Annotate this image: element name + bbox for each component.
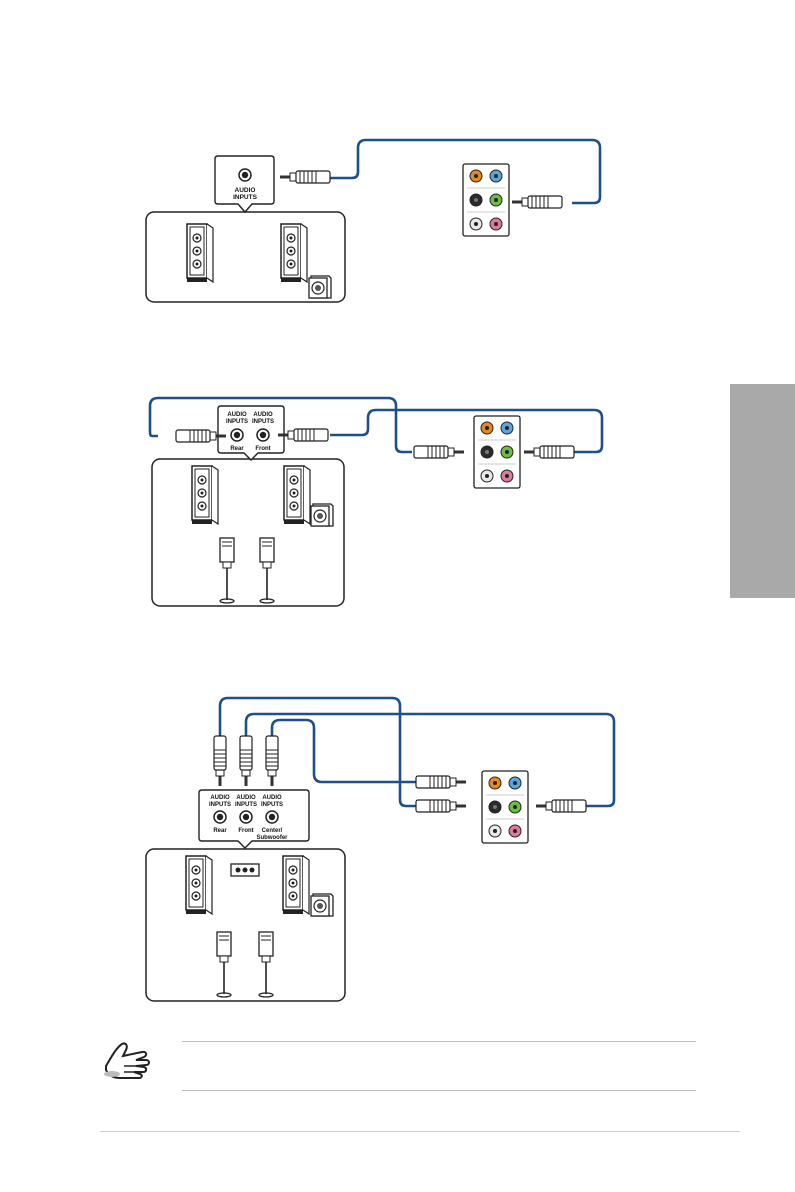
audio-plug-icon: [524, 446, 574, 458]
speaker-icon: [281, 224, 307, 282]
audio-input-panel: [215, 156, 274, 212]
audio-inputs-label-line1: AUDIO: [235, 187, 256, 194]
channel-label-front: Front: [238, 828, 253, 834]
audio-plug-icon: [512, 196, 562, 208]
audio-input-jack-icon: [239, 169, 251, 181]
audio-plug-icon: [240, 736, 252, 786]
audio-input-jack-icon: [257, 429, 269, 441]
channel-label-rear: Rear: [213, 828, 227, 834]
audio-plug-icon: [280, 171, 330, 183]
note-top-rule: [182, 1041, 696, 1042]
rear-io-jack-panel-icon: [474, 416, 520, 488]
audio-inputs-label-line2: INPUTS: [226, 419, 248, 425]
audio-inputs-label-line1: AUDIO: [236, 795, 256, 801]
audio-plug-icon: [214, 736, 226, 786]
center-speaker-icon: [231, 864, 259, 876]
audio-plug-icon: [266, 736, 278, 786]
diagram-stereo: AUDIO INPUTS: [146, 140, 600, 302]
audio-plug-icon: [536, 800, 586, 812]
audio-inputs-label-line2: INPUTS: [233, 194, 258, 201]
subwoofer-icon: [309, 276, 331, 298]
audio-plug-icon: [416, 800, 466, 812]
audio-inputs-label-line2: INPUTS: [252, 419, 274, 425]
subwoofer-icon: [311, 504, 333, 526]
audio-plug-icon: [278, 429, 328, 441]
note-bottom-rule: [182, 1090, 696, 1091]
speaker-system-box: [152, 459, 344, 606]
audio-input-jack-icon: [231, 429, 243, 441]
diagram-four-channel: AUDIO INPUTS AUDIO INPUTS Rear Front: [150, 398, 602, 606]
audio-inputs-label-line2: INPUTS: [235, 802, 257, 808]
audio-input-jack-icon: [266, 811, 278, 823]
speaker-icon: [284, 466, 310, 524]
speaker-icon: [283, 856, 309, 914]
channel-label-front: Front: [255, 446, 270, 452]
rear-io-jack-panel-icon: [463, 164, 509, 236]
speaker-icon: [186, 856, 212, 914]
hand-note-icon: [102, 1036, 156, 1080]
channel-label-center: Center/: [262, 828, 283, 834]
audio-input-jack-icon: [240, 811, 252, 823]
audio-inputs-label-line1: AUDIO: [210, 795, 230, 801]
speaker-icon: [192, 466, 218, 524]
audio-inputs-label-line2: INPUTS: [209, 802, 231, 808]
audio-inputs-label-line1: AUDIO: [262, 795, 282, 801]
channel-label-subwoofer: Subwoofer: [257, 835, 289, 841]
subwoofer-icon: [311, 894, 333, 916]
audio-plug-icon: [416, 776, 466, 788]
rear-io-jack-panel-icon: [482, 771, 528, 843]
audio-inputs-label-line1: AUDIO: [227, 412, 247, 418]
footer-rule: [100, 1131, 740, 1132]
channel-label-rear: Rear: [230, 446, 244, 452]
audio-inputs-label-line1: AUDIO: [253, 412, 273, 418]
diagram-six-channel: AUDIO INPUTS AUDIO INPUTS AUDIO INPUTS R…: [146, 698, 614, 1001]
speaker-icon: [187, 224, 213, 282]
audio-inputs-label-line2: INPUTS: [261, 802, 283, 808]
audio-input-jack-icon: [214, 811, 226, 823]
audio-plug-icon: [414, 446, 464, 458]
audio-cable: [272, 720, 416, 782]
